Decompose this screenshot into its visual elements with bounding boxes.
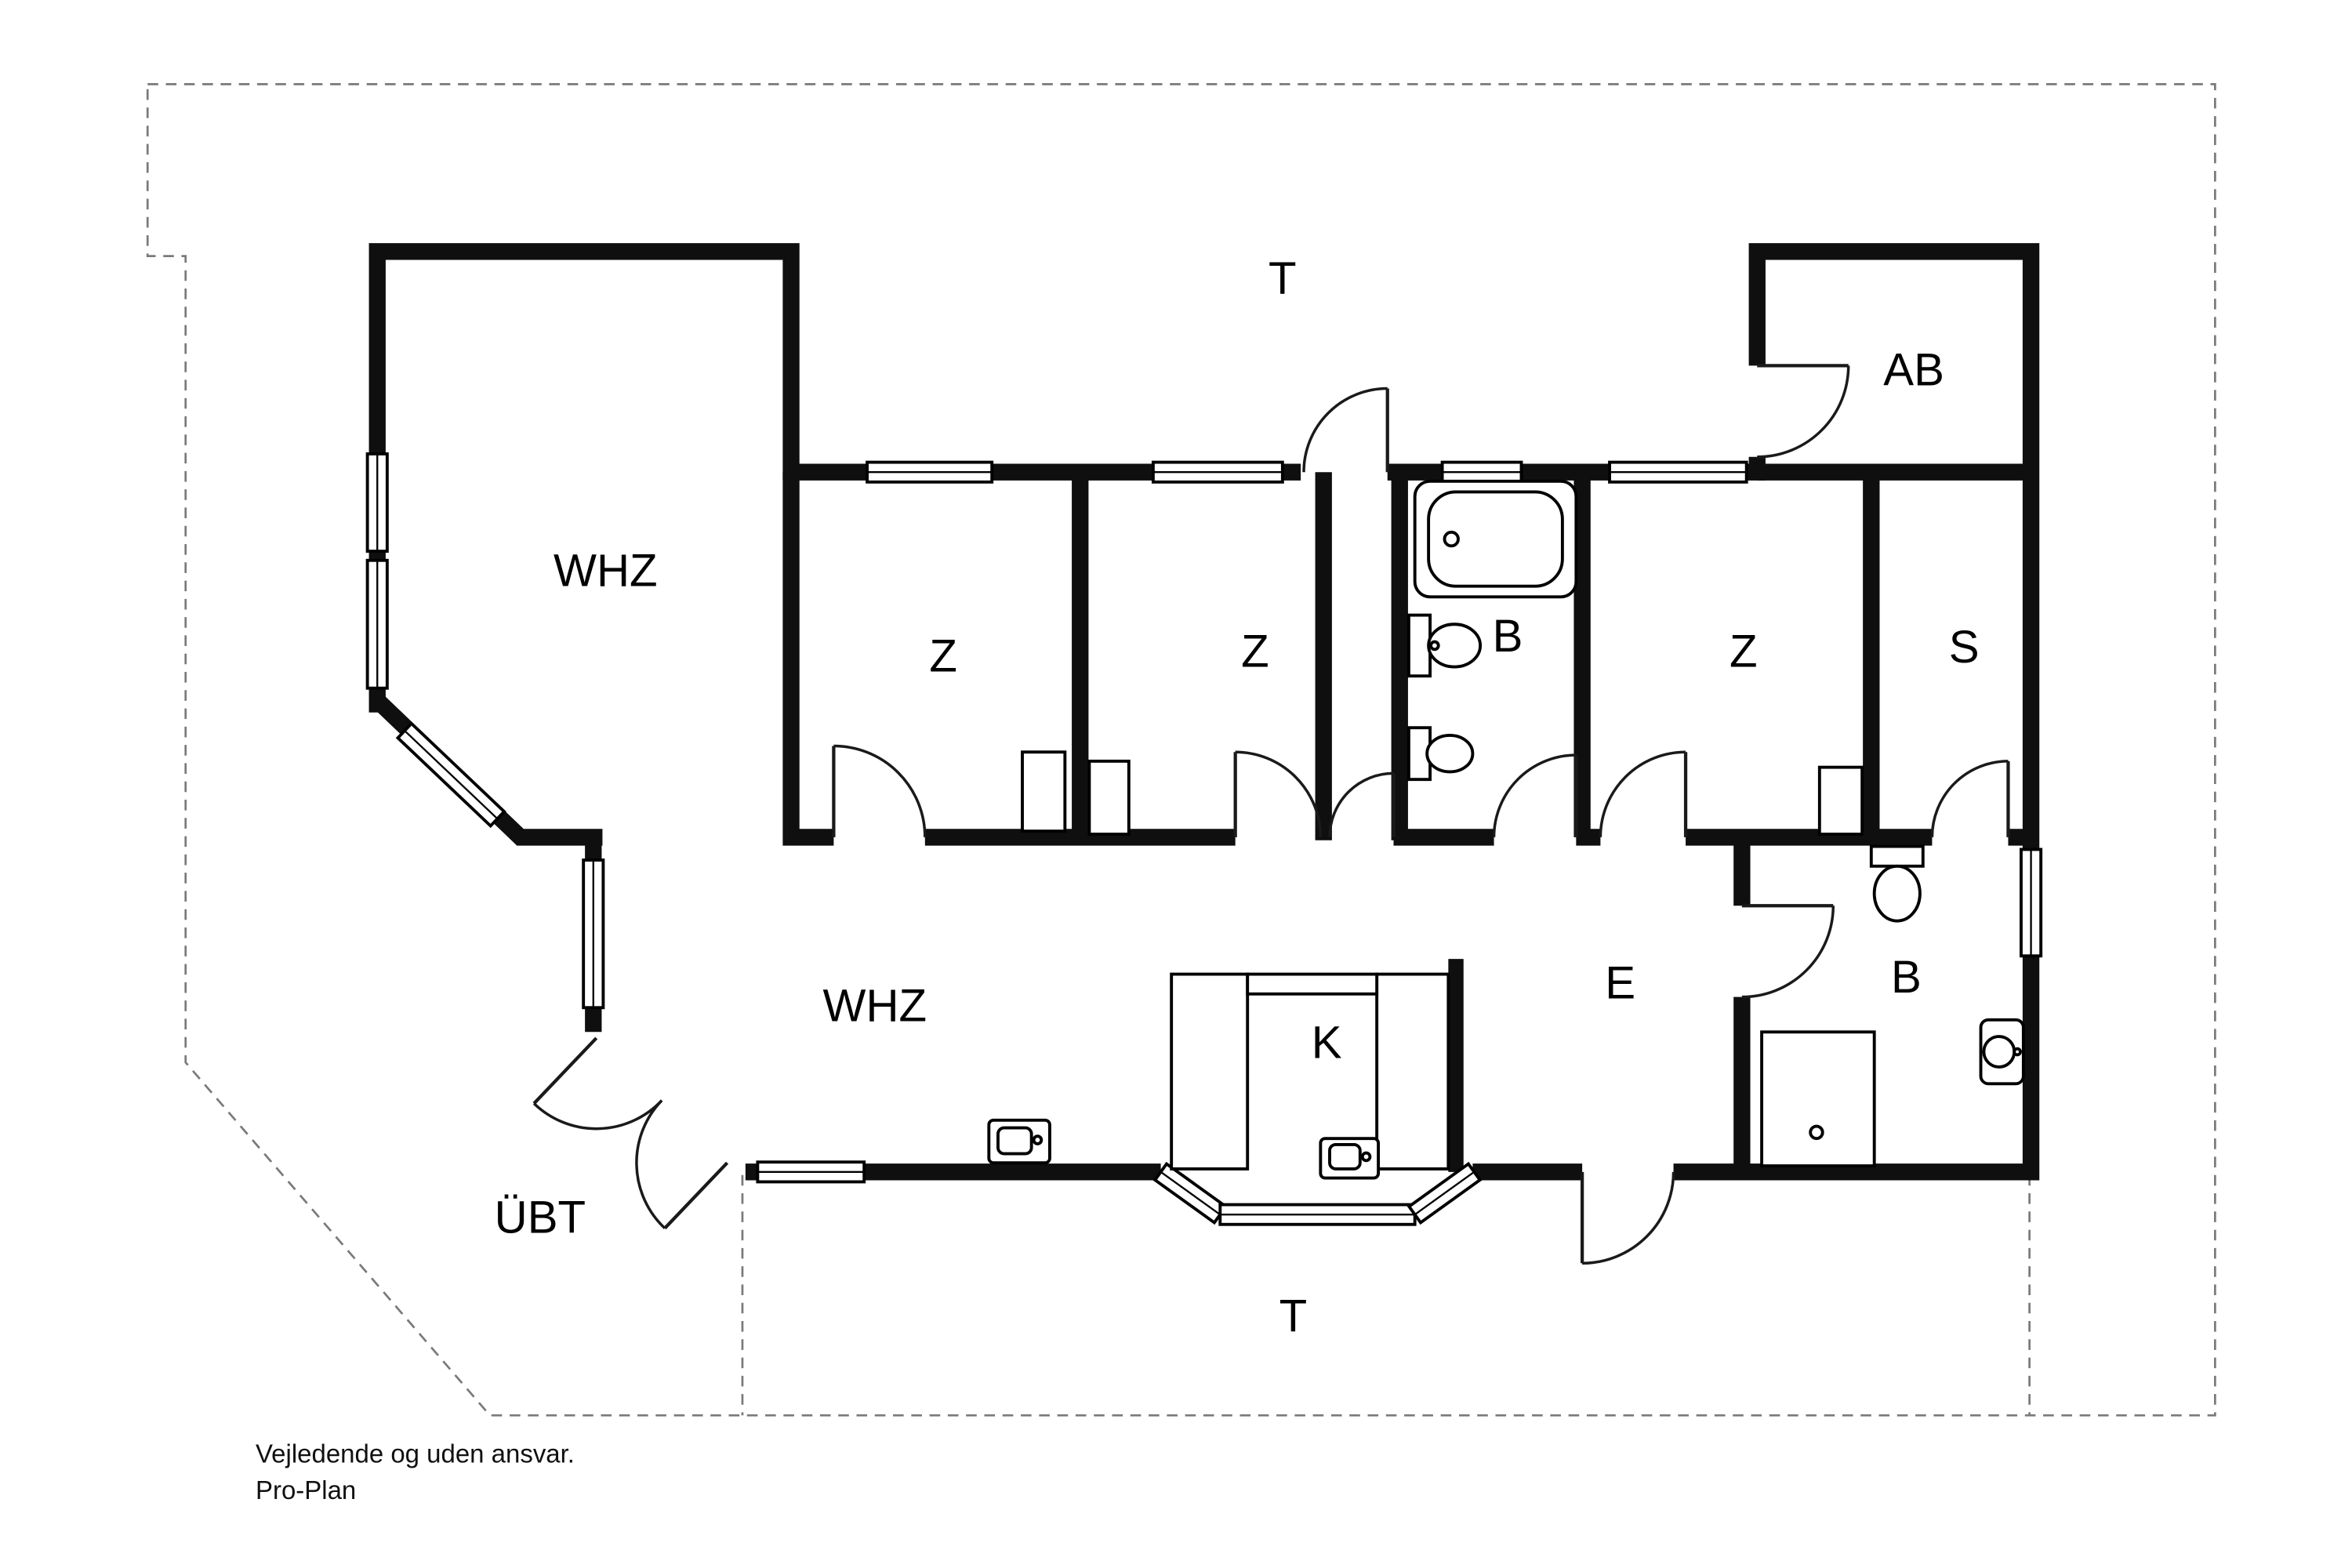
windows xyxy=(365,452,2043,1226)
fixtures xyxy=(987,479,2025,1180)
door-terrace-top xyxy=(1302,387,1389,473)
window xyxy=(2020,848,2043,958)
room-label-bath-upper: B xyxy=(1493,611,1523,662)
room-label-z3: Z xyxy=(1730,626,1758,677)
room-label-whz-lower: WHZ xyxy=(823,981,927,1032)
door-bath-lower xyxy=(1741,904,1835,999)
plot-outline xyxy=(146,83,2216,1417)
window-diagonal xyxy=(395,721,506,829)
window xyxy=(866,460,994,484)
bay-window-left xyxy=(1152,1161,1229,1225)
room-label-kitchen: K xyxy=(1312,1017,1342,1068)
bay-window-right xyxy=(1406,1161,1483,1225)
wardrobe-z2 xyxy=(1087,759,1131,836)
wardrobe-z1 xyxy=(1021,750,1067,833)
bathtub xyxy=(1413,479,1578,599)
door-terrace-bottom xyxy=(1580,1171,1675,1265)
doors xyxy=(532,364,2010,1265)
toilet-bath-upper xyxy=(1406,726,1475,782)
room-label-uebt: ÜBT xyxy=(495,1192,586,1243)
room-label-entry: E xyxy=(1605,958,1635,1009)
property-boundary xyxy=(146,83,2216,1417)
brand-text: Pro-Plan xyxy=(256,1475,356,1504)
sink-whz xyxy=(987,1118,1051,1165)
room-label-bath-lower: B xyxy=(1891,952,1922,1003)
room-label-terrace-top: T xyxy=(1269,253,1297,304)
disclaimer-text: Vejledende og uden ansvar. xyxy=(256,1439,575,1468)
window xyxy=(1151,460,1284,484)
room-labels: T AB WHZ Z Z B Z S WHZ K E B ÜBT T xyxy=(495,253,1980,1341)
bay-window-center xyxy=(1218,1203,1417,1226)
door-s-room xyxy=(1930,760,2010,837)
window xyxy=(1608,460,1748,484)
window xyxy=(582,858,605,1010)
room-label-z1: Z xyxy=(929,630,957,681)
room-label-whz-upper: WHZ xyxy=(554,546,658,597)
door-z2 xyxy=(1233,750,1323,837)
shower-bath-lower xyxy=(1760,1030,1876,1168)
door-z1 xyxy=(832,744,927,837)
sink-bath-upper xyxy=(1406,613,1483,678)
room-label-s: S xyxy=(1949,622,1980,673)
window xyxy=(365,558,389,690)
door-vestibule xyxy=(1328,771,1396,837)
window xyxy=(365,452,389,554)
footer: Vejledende og uden ansvar. Pro-Plan xyxy=(256,1439,575,1504)
kitchen-sink xyxy=(1319,1137,1381,1180)
door-bath-upper xyxy=(1492,753,1578,837)
door-z3 xyxy=(1599,750,1688,837)
entrance-double-door xyxy=(532,1036,729,1230)
room-label-z2: Z xyxy=(1241,626,1269,677)
window xyxy=(1440,460,1523,484)
toilet-bath-lower xyxy=(1869,844,1925,923)
door-ab xyxy=(1757,364,1850,459)
wardrobe-z3 xyxy=(1817,765,1864,836)
room-label-terrace-bottom: T xyxy=(1279,1291,1308,1342)
window xyxy=(756,1160,866,1184)
sink-bath-lower xyxy=(1979,1018,2025,1086)
kitchen-counter xyxy=(1170,972,1450,1171)
room-label-ab: AB xyxy=(1883,345,1944,396)
